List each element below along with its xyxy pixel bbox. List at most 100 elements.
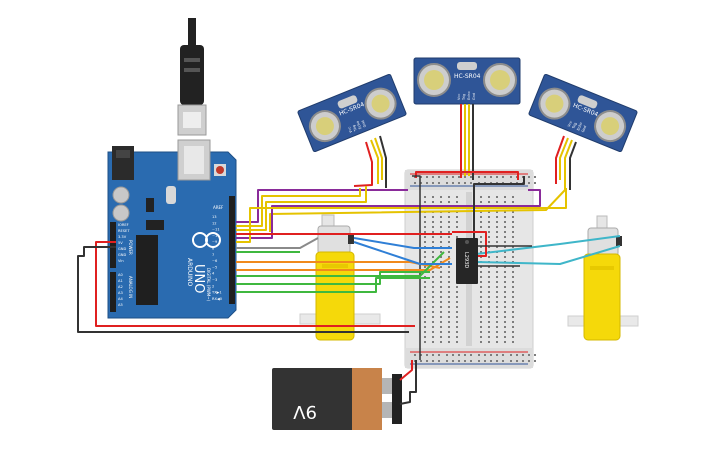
breadboard-hole [488, 276, 490, 278]
battery-9v: 9V [272, 368, 402, 430]
breadboard-hole [480, 331, 482, 333]
breadboard-hole [504, 251, 506, 253]
rail-hole [458, 176, 460, 178]
rail-hole [420, 176, 422, 178]
breadboard-hole [504, 306, 506, 308]
breadboard-hole [512, 321, 514, 323]
breadboard-hole [504, 221, 506, 223]
sensor-pin-label: Gnd [472, 93, 476, 100]
breadboard-hole [448, 321, 450, 323]
breadboard-hole [456, 316, 458, 318]
breadboard-hole [448, 221, 450, 223]
power-pin-label: IOREF [118, 223, 129, 227]
breadboard-hole [504, 276, 506, 278]
breadboard-hole [456, 221, 458, 223]
breadboard-hole [488, 266, 490, 268]
breadboard-hole [448, 316, 450, 318]
breadboard-hole [456, 306, 458, 308]
breadboard-hole [480, 281, 482, 283]
breadboard-hole [496, 211, 498, 213]
digital-pin-label: TX▶1 [211, 291, 222, 295]
rail-hole [446, 176, 448, 178]
breadboard-hole [512, 226, 514, 228]
rail-hole [458, 360, 460, 362]
breadboard-hole [496, 231, 498, 233]
breadboard-hole [432, 286, 434, 288]
breadboard-hole [496, 226, 498, 228]
ic-label: L293D [463, 252, 469, 268]
rail-hole [534, 360, 536, 362]
digital-pin-label: RX◀0 [212, 297, 223, 301]
breadboard-hole [432, 291, 434, 293]
breadboard-hole [496, 326, 498, 328]
breadboard-hole [488, 231, 490, 233]
breadboard-hole [448, 276, 450, 278]
breadboard-hole [456, 311, 458, 313]
digital-pin-label: 7 [212, 253, 214, 257]
sensor-pin-label: Echo [356, 120, 363, 129]
breadboard-hole [424, 326, 426, 328]
breadboard-hole [488, 221, 490, 223]
breadboard-hole [440, 336, 442, 338]
breadboard-hole [512, 231, 514, 233]
breadboard-hole [456, 336, 458, 338]
analog-pin-label: A5 [118, 303, 123, 307]
breadboard-hole [448, 341, 450, 343]
motor-driver-ic: L293D [456, 238, 478, 284]
breadboard-hole [456, 201, 458, 203]
breadboard-hole [488, 336, 490, 338]
arduino-uno: ARDUINO UNO AREF DIGITAL (PWM~) POWER AN… [107, 139, 237, 319]
breadboard-hole [480, 291, 482, 293]
analog-pin-label: A0 [118, 273, 123, 277]
breadboard-hole [496, 276, 498, 278]
breadboard-hole [488, 331, 490, 333]
rail-hole [478, 354, 480, 356]
breadboard-hole [504, 246, 506, 248]
breadboard-hole [440, 266, 442, 268]
breadboard-hole [480, 221, 482, 223]
rail-hole [432, 354, 434, 356]
breadboard-hole [496, 241, 498, 243]
breadboard-hole [512, 341, 514, 343]
rail-hole [496, 176, 498, 178]
rail-hole [464, 176, 466, 178]
breadboard-hole [496, 321, 498, 323]
breadboard-hole [448, 231, 450, 233]
breadboard-hole [488, 216, 490, 218]
breadboard-hole [504, 201, 506, 203]
breadboard-hole [480, 251, 482, 253]
breadboard-hole [496, 221, 498, 223]
breadboard-hole [448, 281, 450, 283]
breadboard-hole [504, 296, 506, 298]
breadboard-hole [456, 301, 458, 303]
arduino-model-label: UNO [191, 264, 206, 293]
breadboard-hole [504, 226, 506, 228]
sensor-pin-label: Echo [467, 92, 471, 101]
arduino-pin-labels: IOREFRESET3.3V5VGNDGNDVinA0A1A2A3A4A5131… [118, 215, 223, 307]
rail-hole [510, 354, 512, 356]
breadboard-hole [448, 306, 450, 308]
breadboard-hole [504, 256, 506, 258]
breadboard-hole [480, 316, 482, 318]
breadboard-hole [488, 236, 490, 238]
rail-hole [438, 360, 440, 362]
breadboard-hole [496, 216, 498, 218]
breadboard-hole [448, 331, 450, 333]
battery-label: 9V [293, 401, 317, 422]
breadboard-hole [488, 226, 490, 228]
rail-hole [502, 354, 504, 356]
breadboard-hole [512, 236, 514, 238]
digital-pin-label: ~9 [212, 240, 218, 244]
breadboard-hole [496, 306, 498, 308]
rail-hole [438, 182, 440, 184]
breadboard-hole [504, 236, 506, 238]
analog-pin-label: A1 [118, 279, 123, 283]
breadboard-hole [424, 316, 426, 318]
analog-pin-label: A3 [118, 291, 123, 295]
breadboard-hole [480, 241, 482, 243]
digital-pin-label: ~6 [212, 259, 218, 263]
breadboard-hole [424, 251, 426, 253]
breadboard-hole [488, 256, 490, 258]
breadboard-hole [504, 216, 506, 218]
rail-hole [438, 176, 440, 178]
